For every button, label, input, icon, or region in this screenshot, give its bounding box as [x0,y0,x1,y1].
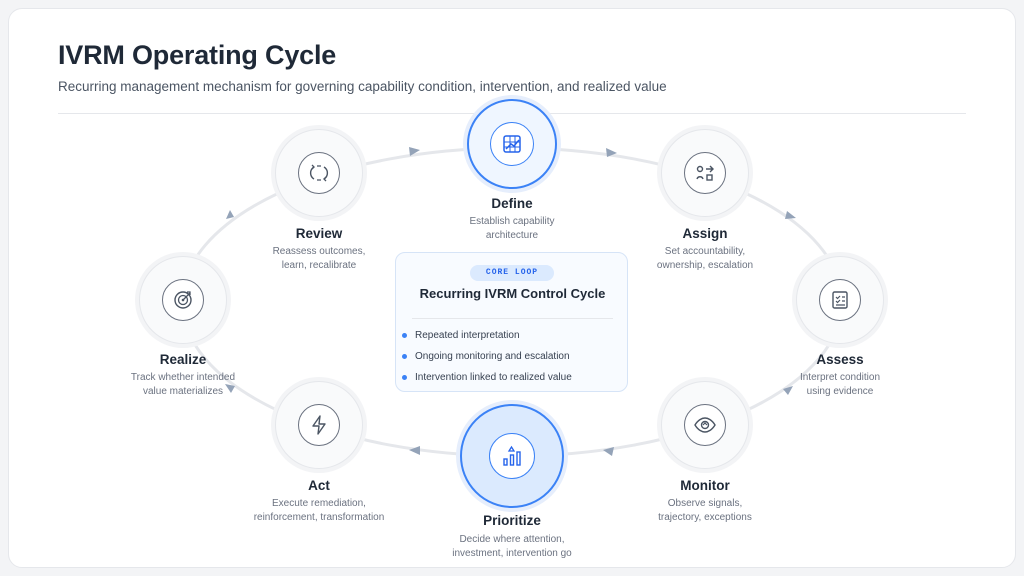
bullet-icon [402,354,407,359]
node-desc-define: Establish capability architecture [469,216,555,241]
bar-chart-icon [489,433,535,479]
node-desc-assign: Set accountability, ownership, escalatio… [656,246,754,271]
list-item: Intervention linked to realized value [402,371,572,392]
core-loop-divider [412,318,613,319]
page-title: IVRM Operating Cycle [58,40,337,70]
node-label-realize: Realize [159,352,207,367]
node-label-monitor: Monitor [680,478,730,493]
core-loop-panel: CORE LOOP Recurring IVRM Control Cycle R… [395,252,628,392]
node-desc-prioritize: Decide where attention, investment, inte… [452,534,572,559]
checklist-icon [819,279,861,321]
page-subtitle: Recurring management mechanism for gover… [58,79,667,94]
lightning-icon [298,404,340,446]
node-label-assess: Assess [816,352,864,367]
arrow-assess-monitor [783,386,793,395]
node-label-prioritize: Prioritize [483,513,541,528]
arrow-review-define [409,147,420,156]
bullet-icon [402,333,407,338]
eye-icon [684,404,726,446]
node-label-act: Act [308,478,330,493]
core-loop-badge: CORE LOOP [470,265,554,281]
arrow-prioritize-act [409,446,420,455]
node-desc-monitor: Observe signals, trajectory, exceptions [658,498,752,523]
list-item: Ongoing monitoring and escalation [402,350,572,371]
arrow-assign-assess [785,211,796,219]
node-desc-realize: Track whether intended value materialize… [130,372,236,397]
node-label-review: Review [295,226,343,241]
target-icon [162,279,204,321]
grid-chart-icon [490,122,534,166]
core-loop-title: Recurring IVRM Control Cycle [419,286,606,301]
node-desc-act: Execute remediation, reinforcement, tran… [253,498,385,523]
node-desc-assess: Interpret condition using evidence [799,372,881,397]
arrow-monitor-prioritize [603,447,614,456]
bullet-icon [402,375,407,380]
list-item: Repeated interpretation [402,329,572,350]
arrow-define-assign [606,148,617,157]
node-prioritize[interactable] [460,404,564,508]
node-desc-review: Reassess outcomes, learn, recalibrate [272,246,366,271]
node-label-assign: Assign [682,226,728,241]
core-loop-list: Repeated interpretation Ongoing monitori… [402,329,572,392]
node-label-define: Define [491,196,533,211]
cycle-icon [298,152,340,194]
arrow-realize-review [226,210,234,219]
shapes-arrow-icon [684,152,726,194]
arrow-act-realize [225,384,235,393]
